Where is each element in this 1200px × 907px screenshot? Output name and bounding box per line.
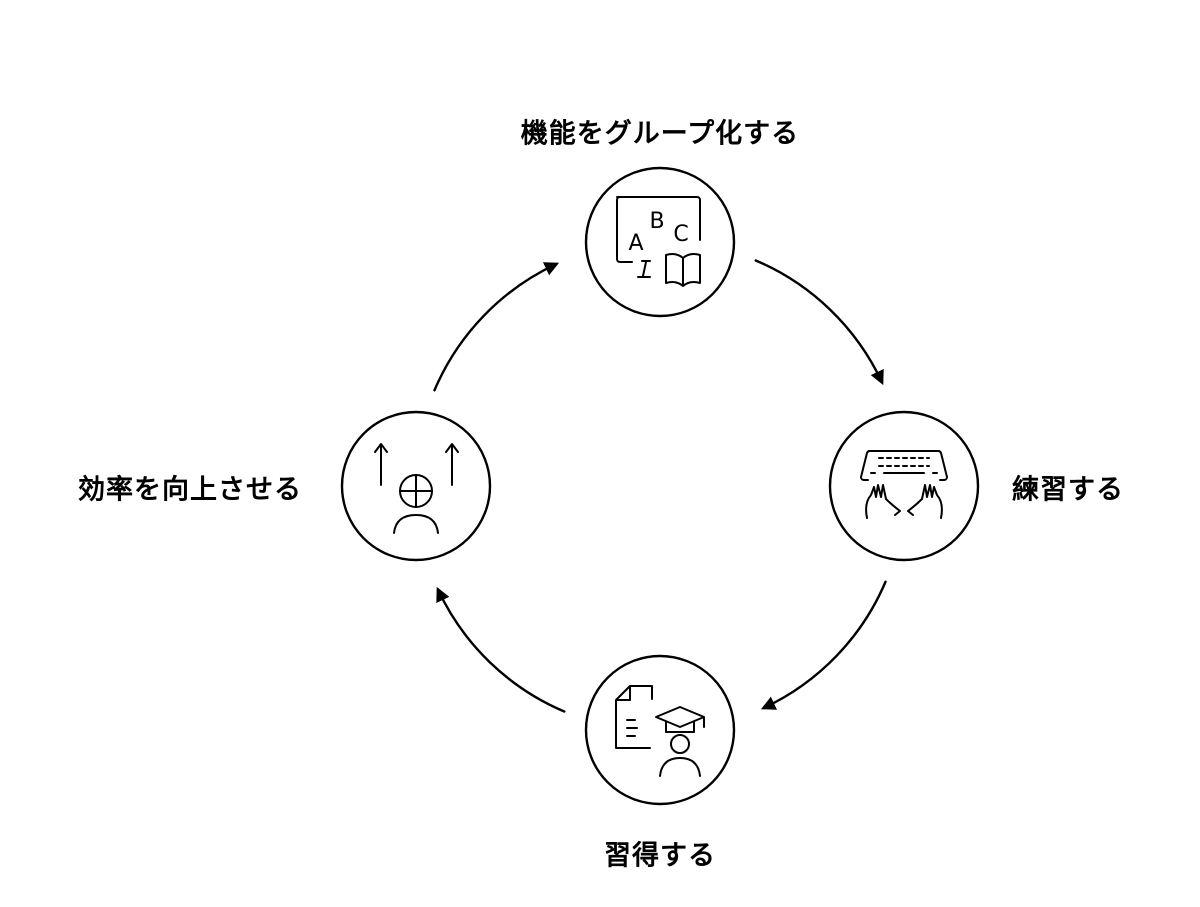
svg-text:A: A [628, 231, 643, 256]
cycle-arrow [433, 262, 560, 392]
person-arrows-up-icon [374, 443, 459, 534]
step-node-group [828, 410, 980, 562]
step-circle [584, 166, 736, 318]
cycle-arrow [754, 259, 884, 386]
step-node-group: A B C [584, 166, 736, 318]
step-label-master: 習得する [604, 840, 716, 872]
step-circle [340, 410, 492, 562]
step-node-group [584, 654, 736, 806]
svg-text:C: C [673, 222, 688, 247]
step-node-group [340, 410, 492, 562]
keyboard-hands-icon [860, 450, 948, 519]
step-label-practice: 練習する [1012, 474, 1124, 506]
svg-text:B: B [649, 209, 664, 234]
cycle-arrow [760, 580, 887, 710]
step-label-improve-efficiency: 効率を向上させる [78, 474, 302, 506]
abc-board-book-icon: A B C [616, 196, 701, 287]
cycle-arrow [436, 586, 566, 713]
step-circle [828, 410, 980, 562]
graduate-document-icon [615, 685, 705, 777]
step-label-group-features: 機能をグループ化する [520, 118, 800, 150]
step-circle [584, 654, 736, 806]
